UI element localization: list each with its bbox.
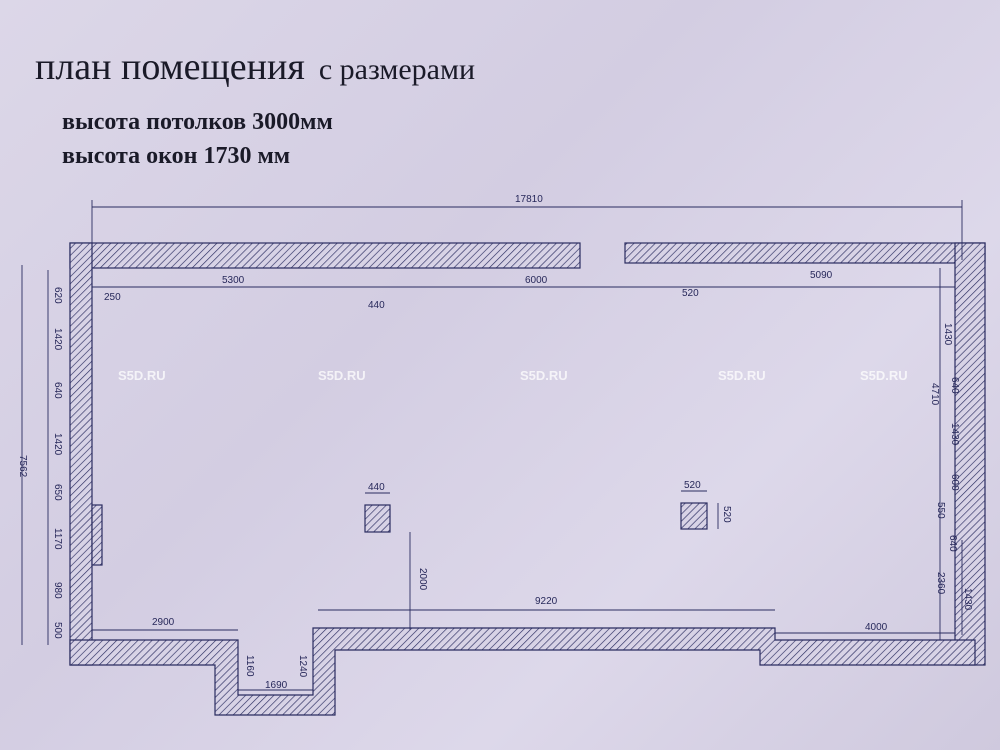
dim-label: 1430 [962,588,973,611]
dim-label: 5300 [222,275,245,286]
dimension-labels: 17810 7562 5300 6000 5090 250 440 520 62… [17,194,973,691]
dim-label: 1420 [52,433,63,456]
wall-bottom [69,627,976,716]
dim-label: 5090 [810,270,833,281]
wall-left-pier [91,504,103,566]
title-suffix: с размерами [318,53,476,86]
dim-label: 2000 [417,568,428,591]
dim-label: 2360 [935,572,946,595]
ceiling-height-note: высота потолков 3000мм [62,109,333,135]
dim-label: 640 [949,377,960,394]
watermark: S5D.RU [860,368,908,383]
dim-label: 520 [721,506,732,523]
dim-label: 620 [52,287,63,304]
dim-label: 440 [368,482,385,493]
dim-label: 440 [368,300,385,311]
dim-total-height: 7562 [17,455,28,478]
dim-label: 600 [949,474,960,491]
watermark: S5D.RU [318,368,366,383]
watermark: S5D.RU [118,368,166,383]
column-right [680,502,708,530]
dim-label: 550 [935,502,946,519]
dim-label: 520 [682,288,699,299]
dimension-lines [21,200,963,691]
dim-total-width: 17810 [515,194,543,205]
dim-label: 500 [52,622,63,639]
dim-label: 640 [52,382,63,399]
plan-title: план помещения с размерами [35,45,475,92]
dim-label: 1240 [297,655,308,678]
dim-label: 1430 [949,423,960,446]
wall-top-left [69,242,581,269]
dim-label: 980 [52,582,63,599]
dim-label: 640 [947,535,958,552]
wall-right [954,242,986,666]
dim-label: 1420 [52,328,63,351]
watermark: S5D.RU [520,368,568,383]
dim-label: 4000 [865,622,888,633]
dim-label: 1690 [265,680,288,691]
dim-label: 250 [104,292,121,303]
column-left [364,504,391,533]
dim-label: 520 [684,480,701,491]
walls [69,242,986,716]
watermark: S5D.RU [718,368,766,383]
dim-label: 2900 [152,617,175,628]
watermarks: S5D.RU S5D.RU S5D.RU S5D.RU S5D.RU [118,368,908,383]
dim-label: 9220 [535,596,558,607]
title-text: план помещения [35,46,305,88]
dim-label: 1170 [52,528,63,550]
dim-label: 4710 [929,383,940,406]
wall-top-right [624,242,986,264]
dim-label: 1430 [942,323,953,346]
wall-left [69,242,93,666]
dim-label: 6000 [525,275,548,286]
dim-label: 650 [52,484,63,501]
dim-label: 1160 [244,655,255,677]
window-height-note: высота окон 1730 мм [62,143,291,169]
